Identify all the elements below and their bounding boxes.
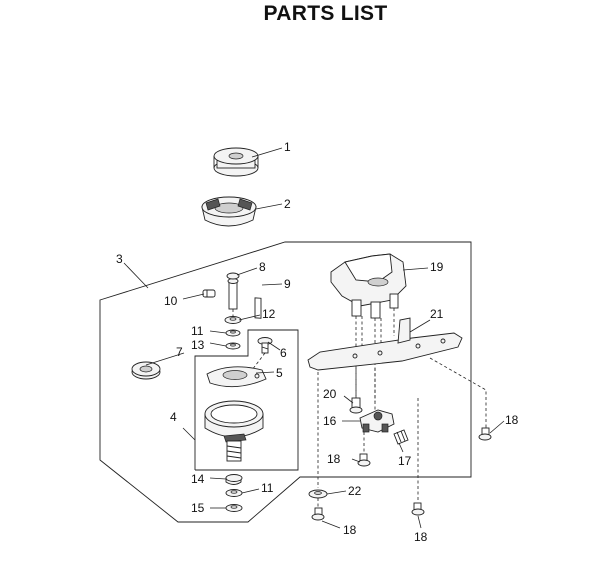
screw-part-18-middle bbox=[357, 453, 371, 467]
callout-11-upper: 11 bbox=[191, 324, 204, 338]
callout-15: 15 bbox=[191, 501, 205, 515]
base-plate-part-21 bbox=[307, 317, 463, 371]
callout-16: 16 bbox=[323, 414, 337, 428]
callout-14: 14 bbox=[191, 472, 205, 486]
screw-part-18-bottom-left bbox=[311, 507, 325, 521]
callout-7: 7 bbox=[176, 345, 183, 359]
set-screw-part-10 bbox=[202, 289, 216, 298]
pin-part-8 bbox=[226, 272, 240, 310]
bobbin-case-part bbox=[201, 196, 257, 227]
callout-18-right: 18 bbox=[505, 413, 519, 427]
callout-9: 9 bbox=[284, 277, 291, 291]
washer-part-11-lower bbox=[225, 489, 243, 497]
callout-17: 17 bbox=[398, 454, 412, 468]
callout-1: 1 bbox=[284, 140, 291, 154]
rod-part-9 bbox=[254, 297, 262, 319]
callout-20: 20 bbox=[323, 387, 337, 401]
drive-block-part-16 bbox=[359, 409, 395, 433]
rotary-hook-part-4 bbox=[204, 400, 264, 462]
retainer-plate-part-5 bbox=[206, 366, 267, 388]
callout-13: 13 bbox=[191, 338, 205, 352]
hook-bracket-part-19 bbox=[330, 253, 407, 319]
callout-18-bottom-left: 18 bbox=[343, 523, 357, 537]
assembly-outline bbox=[99, 241, 472, 523]
callout-22: 22 bbox=[348, 484, 362, 498]
screw-part-6 bbox=[257, 337, 273, 354]
washer-part-11-upper bbox=[225, 329, 241, 337]
screw-part-18-bottom-right bbox=[411, 502, 425, 516]
callout-18-middle: 18 bbox=[327, 452, 341, 466]
callout-5: 5 bbox=[276, 366, 283, 380]
washer-part-7 bbox=[131, 361, 161, 380]
callout-18-bottom-right: 18 bbox=[414, 530, 428, 544]
callout-8: 8 bbox=[259, 260, 266, 274]
callout-3: 3 bbox=[116, 252, 123, 266]
washer-part-13 bbox=[225, 342, 241, 350]
callout-6: 6 bbox=[280, 346, 287, 360]
washer-part-14 bbox=[225, 474, 243, 485]
washer-part-15 bbox=[225, 504, 243, 512]
callout-2: 2 bbox=[284, 197, 291, 211]
screw-part-18-right bbox=[478, 427, 492, 441]
callout-4: 4 bbox=[170, 410, 177, 424]
screw-part-17 bbox=[393, 429, 409, 445]
callout-21: 21 bbox=[430, 307, 444, 321]
screw-part-20 bbox=[349, 397, 363, 414]
page-title: PARTS LIST bbox=[263, 2, 388, 25]
leader-lines bbox=[123, 147, 505, 529]
hook-subassembly-frame bbox=[194, 329, 299, 471]
bobbin-part bbox=[213, 147, 259, 177]
washer-part-12 bbox=[224, 316, 242, 324]
washer-part-22 bbox=[308, 489, 328, 499]
callout-19: 19 bbox=[430, 260, 444, 274]
callout-10: 10 bbox=[164, 294, 178, 308]
callout-11-lower: 11 bbox=[261, 481, 274, 495]
callout-12: 12 bbox=[262, 307, 276, 321]
callout-labels: 1 2 3 4 5 6 7 8 9 10 11 12 13 14 11 15 1… bbox=[116, 140, 519, 544]
